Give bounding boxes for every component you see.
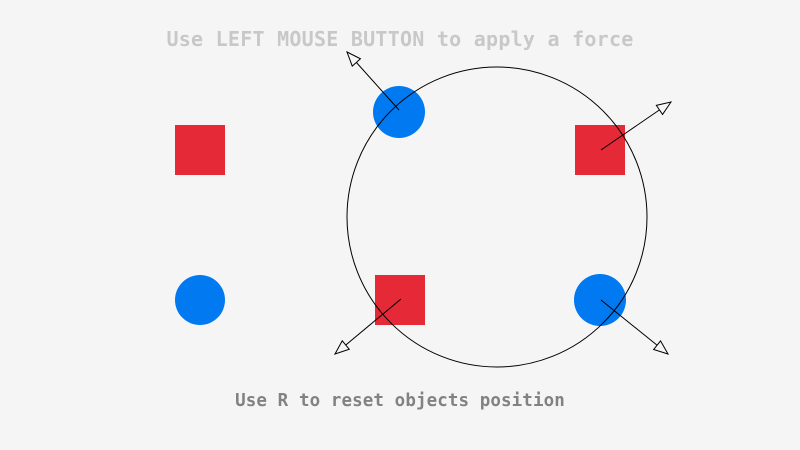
blue-circle-bottom-right[interactable] bbox=[574, 274, 626, 326]
blue-circle-top[interactable] bbox=[373, 86, 425, 138]
red-square-left[interactable] bbox=[175, 125, 225, 175]
boundary-circle-outline bbox=[346, 66, 648, 368]
force-arrow-bottom-right-circle-head bbox=[652, 340, 670, 355]
force-arrow-top-right-square-head bbox=[655, 101, 673, 116]
force-arrow-bottom-square-head bbox=[333, 339, 351, 355]
force-arrow-top-circle-head bbox=[346, 50, 362, 67]
blue-circle-left[interactable] bbox=[175, 275, 225, 325]
red-square-top-right[interactable] bbox=[575, 125, 625, 175]
